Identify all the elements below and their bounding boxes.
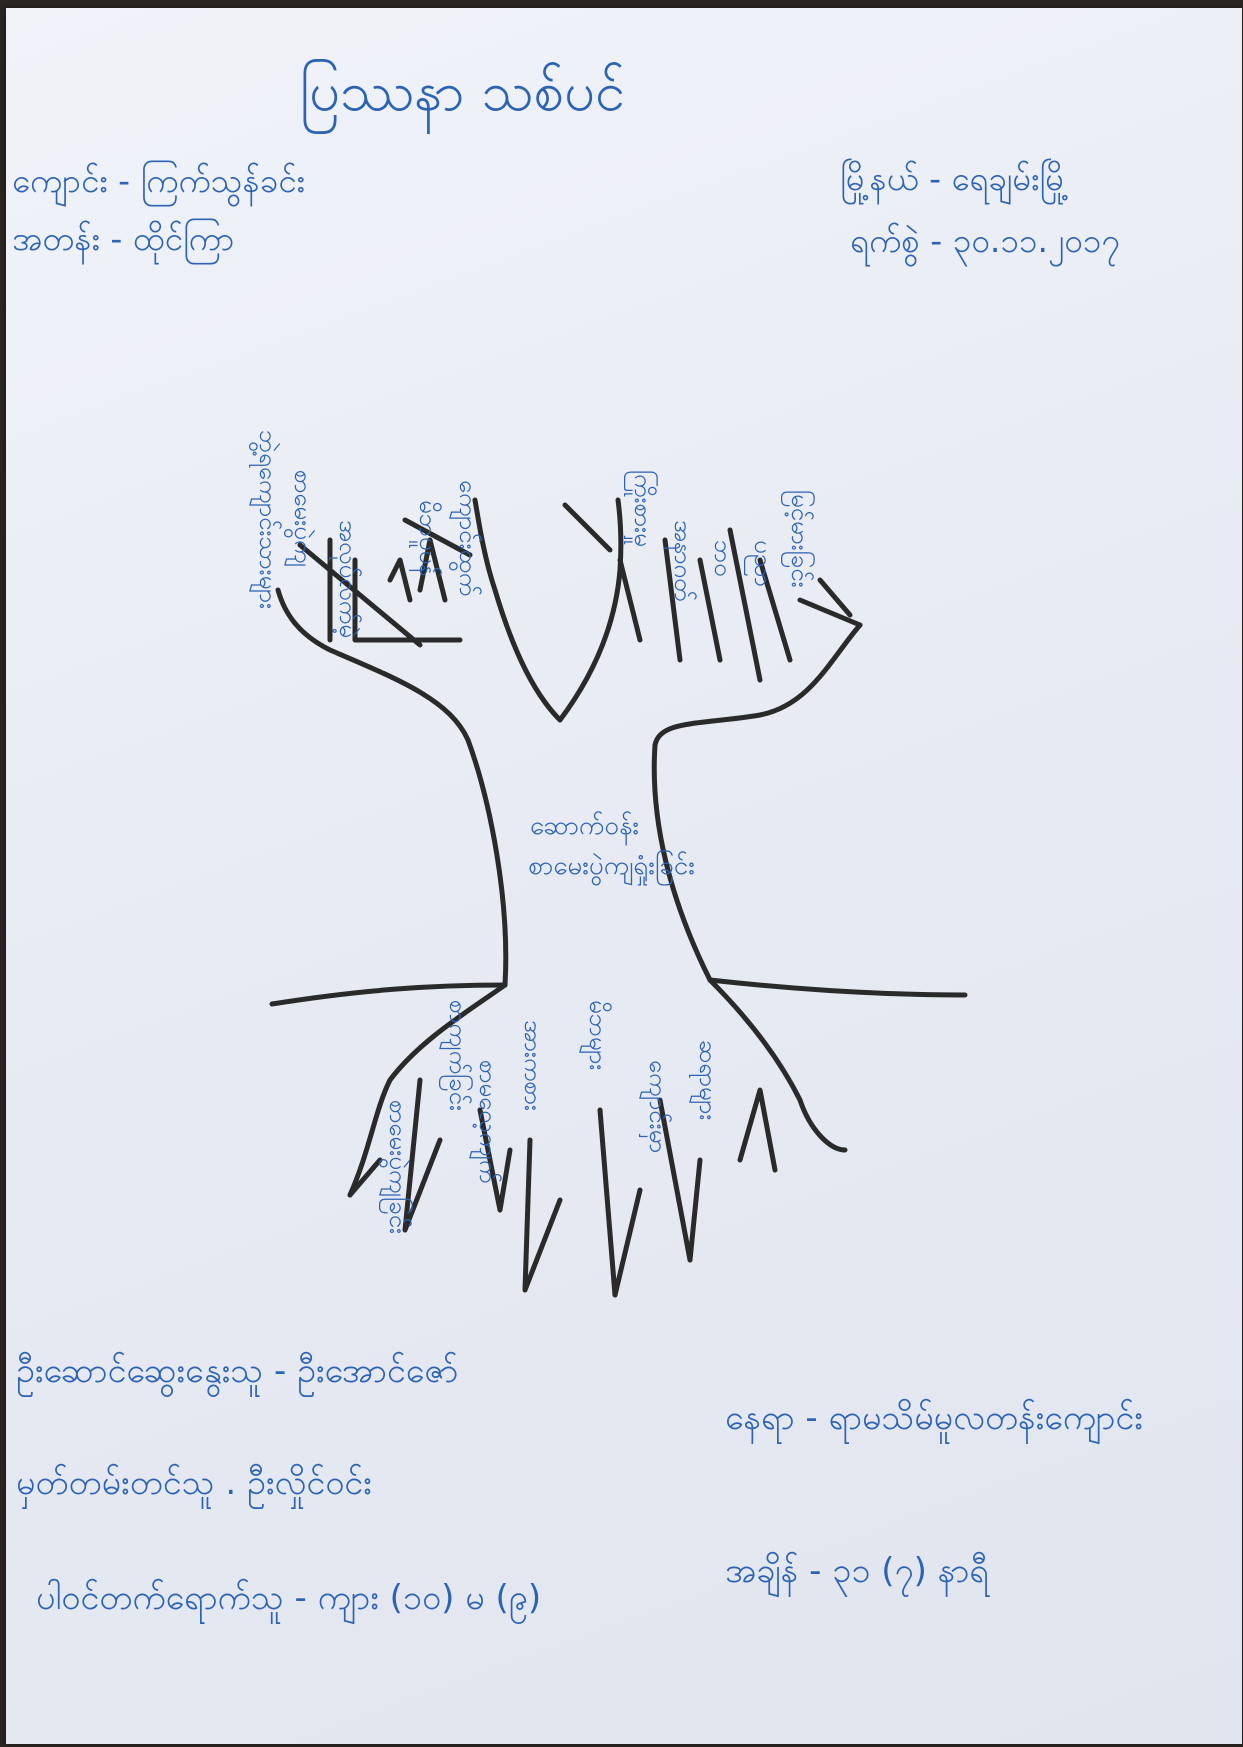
- leader-line: ဦးဆောင်ဆွေးနွေးသူ - ဦးအောင်ဇော်: [16, 1348, 458, 1399]
- place-label: နေရာ: [725, 1398, 795, 1438]
- recorder-line: မှတ်တမ်းတင်သူ . ဦးလှိုင်ဝင်း: [16, 1460, 372, 1511]
- leader-value: ဦးအောင်ဇော်: [297, 1351, 458, 1391]
- root-label-4: မိဘများ: [580, 1000, 616, 1070]
- root-label-7: စာမေးပွဲကျခြင်း: [380, 1100, 416, 1234]
- root-5: [600, 1110, 640, 1295]
- branch-label-9: ပညာ: [745, 540, 781, 587]
- branch-label-3: အလုပ်လက်မဲ့: [330, 520, 366, 638]
- root-7: [710, 980, 845, 1150]
- branch-label-10: မြင့်မားခြင်း: [782, 490, 818, 588]
- participants-value: ကျား (၁၀) မ (၉): [318, 1578, 542, 1618]
- recorder-label: မှတ်တမ်းတင်သူ: [16, 1463, 215, 1503]
- root-label-3: အားကစား: [515, 1020, 551, 1111]
- trunk-label-2: စာမေးပွဲကျရှုံးခြင်း: [528, 848, 695, 887]
- trunk-label-1: ဆောက်ဝန်း: [530, 808, 639, 847]
- recorder-value: ဦးလှိုင်ဝင်း: [247, 1463, 372, 1503]
- branch-label-7: အနာဂတ်: [665, 520, 701, 601]
- participants-label: ပါဝင်တက်ရောက်သူ: [36, 1578, 284, 1618]
- time-value: ၃၁ (၇) နာရီ: [832, 1551, 989, 1591]
- branch-right: [655, 625, 860, 745]
- branch-label-5: ကျောင်းထွက်: [450, 480, 486, 596]
- branch-label-6: ကြိုးစားမှု: [625, 470, 661, 547]
- branch-label-8: ဘဝ: [705, 540, 741, 577]
- place-line: နေရာ - ရာမသိမ်မူလတန်းကျောင်း: [725, 1395, 1143, 1446]
- branch-label-1: ဘွဲ့ရကျောင်းသားများ: [250, 430, 286, 609]
- branch-label-2: စာမေးပွဲကျ: [285, 470, 321, 567]
- root-label-6: ဆရာများ: [690, 1040, 726, 1120]
- time-label: အချိန်: [725, 1551, 798, 1591]
- root-label-5: ကျောင်းမှာ: [640, 1060, 676, 1153]
- participants-line: ပါဝင်တက်ရောက်သူ - ကျား (၁၀) မ (၉): [36, 1575, 541, 1626]
- root-label-2: စာမလေ့ကျက်: [470, 1060, 506, 1183]
- leader-label: ဦးဆောင်ဆွေးနွေးသူ: [16, 1351, 263, 1391]
- branch-label-4: မိဘပူပန်: [410, 500, 446, 577]
- root-4: [525, 1140, 560, 1290]
- ground-line-right: [710, 980, 965, 995]
- branch-left: [278, 590, 468, 740]
- trunk-left-edge: [468, 740, 506, 985]
- place-value: ရာမသိမ်မူလတန်းကျောင်း: [828, 1398, 1142, 1438]
- time-line: အချိန် - ၃၁ (၇) နာရီ: [725, 1548, 989, 1599]
